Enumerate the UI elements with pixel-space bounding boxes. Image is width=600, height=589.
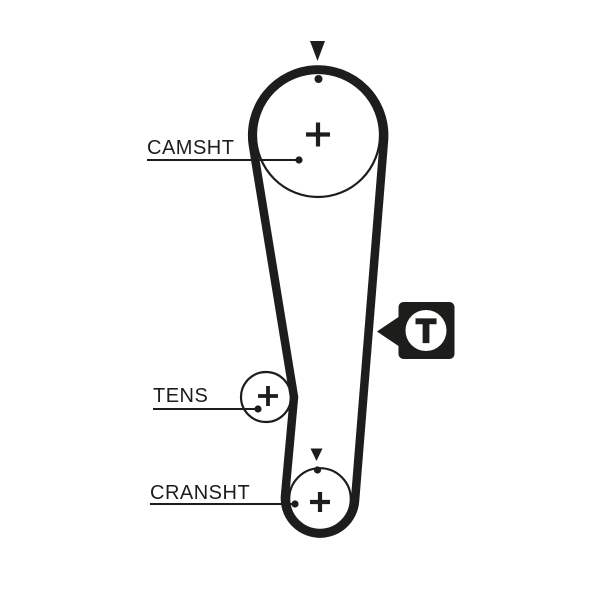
camshaft-center-mark	[306, 122, 330, 147]
crankshaft-leader-dot	[291, 500, 299, 508]
tensioner-pulley	[239, 370, 293, 424]
tensioner-label: TENS	[153, 385, 208, 407]
camshaft-label: CAMSHT	[147, 137, 234, 159]
crankshaft-alignment-arrow-icon	[310, 448, 323, 461]
tensioner-leader-dot	[254, 405, 262, 413]
crankshaft-center-mark	[310, 492, 330, 512]
crankshaft-callout: CRANSHT	[150, 482, 299, 508]
tensioner-callout: TENS	[153, 385, 262, 413]
timing-mark-callout: T	[377, 302, 455, 359]
camshaft-callout: CAMSHT	[147, 137, 303, 164]
timing-belt	[247, 65, 389, 538]
camshaft-pulley	[254, 71, 382, 199]
timing-mark-circle	[405, 310, 447, 351]
camshaft-timing-dot	[314, 75, 323, 83]
crankshaft-timing-dot	[313, 466, 322, 474]
camshaft-leader-dot	[295, 156, 303, 164]
timing-mark-arrow-icon	[377, 316, 400, 347]
timing-mark-letter: T	[416, 313, 436, 349]
camshaft-alignment-arrow-icon	[310, 41, 325, 61]
crankshaft-label: CRANSHT	[150, 482, 250, 504]
tensioner-center-mark	[258, 386, 278, 406]
